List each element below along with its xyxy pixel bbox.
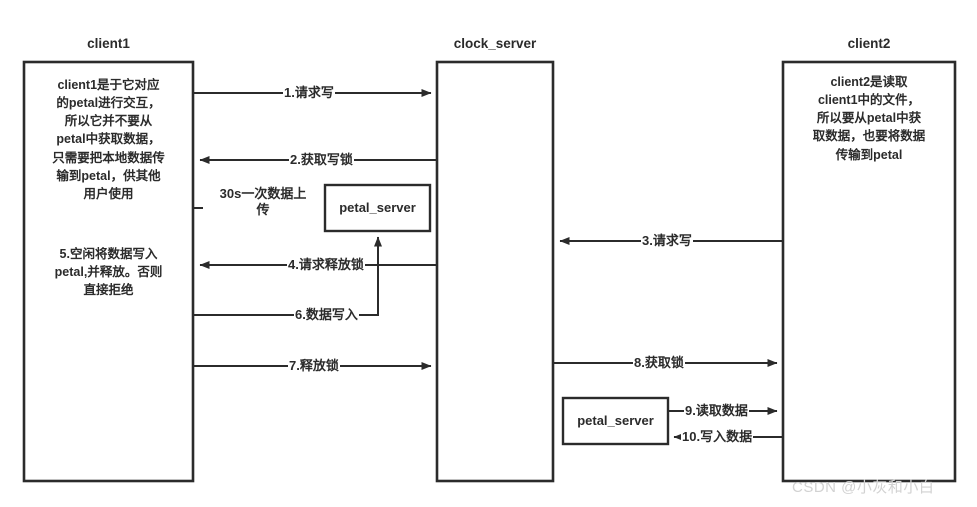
lifeline-box-client1 bbox=[22, 60, 195, 483]
note-client1-line-6: 输到petal，供其他 bbox=[56, 168, 161, 183]
note-client2: client2是读取 client1中的文件， 所以要从petal中获 取数据，… bbox=[789, 73, 949, 164]
message-label-3: 3.请求写 bbox=[641, 233, 693, 248]
note-client2-line-4: 取数据，也要将数据 bbox=[812, 129, 926, 144]
note-step5-line-3: 直接拒绝 bbox=[83, 283, 134, 298]
message-label-10: 10.写入数据 bbox=[681, 429, 754, 444]
note-step5-line-2: petal,并释放。否则 bbox=[54, 265, 163, 280]
note-client1-line-1: client1是于它对应 bbox=[57, 78, 160, 92]
message-label-1: 1.请求写 bbox=[283, 85, 335, 100]
message-label-4: 4.请求释放锁 bbox=[287, 257, 365, 272]
note-client2-line-2: client1中的文件， bbox=[817, 93, 921, 108]
csdn-watermark: CSDN @小灰和小白 bbox=[792, 479, 935, 496]
note-client1: client1是于它对应 的petal进行交互， 所以它并不要从 petal中获… bbox=[30, 76, 187, 203]
lifeline-title-client1: client1 bbox=[87, 36, 130, 51]
note-step5-line-1: 5.空闲将数据写入 bbox=[59, 247, 158, 261]
petal-server-bottom-box bbox=[561, 396, 670, 446]
message-label-8: 8.获取锁 bbox=[633, 355, 685, 370]
note-client2-line-1: client2是读取 bbox=[830, 75, 908, 89]
message-label-9: 9.读取数据 bbox=[684, 403, 749, 418]
message-arrow-6 bbox=[193, 236, 382, 316]
message-label-6: 6.数据写入 bbox=[294, 307, 359, 322]
message-label-7: 7.释放锁 bbox=[288, 358, 340, 373]
note-client2-line-5: 传输到petal bbox=[835, 147, 903, 162]
lifeline-title-client2: client2 bbox=[847, 36, 891, 51]
message-label-upload-line-2: 传 bbox=[256, 202, 270, 218]
note-client1-line-4: petal中获取数据， bbox=[56, 132, 161, 147]
lifeline-title-clock-server: clock_server bbox=[453, 36, 537, 51]
note-client1-step5: 5.空闲将数据写入 petal,并释放。否则 直接拒绝 bbox=[30, 245, 187, 299]
note-client1-line-3: 所以它并不要从 bbox=[64, 114, 153, 129]
message-label-upload: 30s一次数据上 传 bbox=[203, 186, 323, 219]
petal-server-top-label: petal_server bbox=[339, 200, 416, 215]
lifeline-box-client2 bbox=[781, 60, 957, 483]
note-client2-line-3: 所以要从petal中获 bbox=[816, 111, 922, 126]
petal-server-bottom-label: petal_server bbox=[577, 413, 654, 428]
note-client1-line-7: 用户使用 bbox=[83, 186, 134, 201]
note-client1-line-5: 只需要把本地数据传 bbox=[52, 150, 165, 165]
message-label-2: 2.获取写锁 bbox=[289, 152, 354, 167]
message-label-upload-line-1: 30s一次数据上 bbox=[219, 186, 307, 201]
petal-server-top-box bbox=[323, 183, 432, 233]
lifeline-box-clock-server bbox=[435, 60, 555, 483]
note-client1-line-2: 的petal进行交互， bbox=[56, 96, 161, 111]
